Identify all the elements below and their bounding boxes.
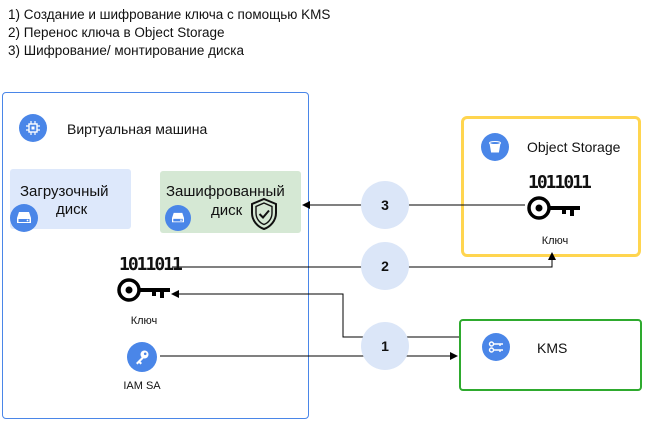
encrypted-disk-label-2: диск: [211, 202, 243, 219]
bucket-icon: [481, 133, 509, 161]
vm-key-icon: [116, 276, 172, 304]
encrypted-disk-label-1: Зашифрованный: [166, 183, 285, 200]
note-1: 1) Создание и шифрование ключа с помощью…: [8, 7, 331, 22]
key-icon: [127, 342, 157, 372]
arrow-step-1-key: [171, 290, 459, 338]
note-2: 2) Перенос ключа в Object Storage: [8, 25, 225, 40]
boot-disk-label-2: диск: [56, 201, 88, 218]
iam-label: IAM SA: [123, 380, 161, 392]
shield-check-icon: [250, 197, 278, 231]
vm-title: Виртуальная машина: [67, 121, 208, 137]
object-storage-title: Object Storage: [527, 139, 621, 155]
note-3: 3) Шифрование/ монтирование диска: [8, 43, 244, 58]
object-storage-key-bits: 1011011: [528, 172, 592, 193]
vm-key-bits: 1011011: [119, 254, 183, 275]
virtual-machine-box: [2, 92, 309, 419]
arrow-step-2: [172, 252, 556, 268]
object-storage-key-label: Ключ: [541, 235, 569, 247]
kms-box: [459, 319, 642, 391]
step-3-circle: 3: [361, 181, 409, 229]
step-1-circle: 1: [361, 322, 409, 370]
disk-icon: [10, 204, 38, 232]
chip-icon: [19, 114, 47, 142]
boot-disk-label-1: Загрузочный: [20, 183, 109, 200]
object-storage-key-icon: [526, 194, 582, 222]
step-2-circle: 2: [361, 242, 409, 290]
notes-list: 1) Создание и шифрование ключа с помощью…: [8, 6, 330, 60]
kms-icon: [482, 333, 510, 361]
kms-title: KMS: [537, 340, 568, 356]
encrypted-disk-icon: [165, 205, 191, 231]
vm-key-label: Ключ: [130, 315, 158, 327]
